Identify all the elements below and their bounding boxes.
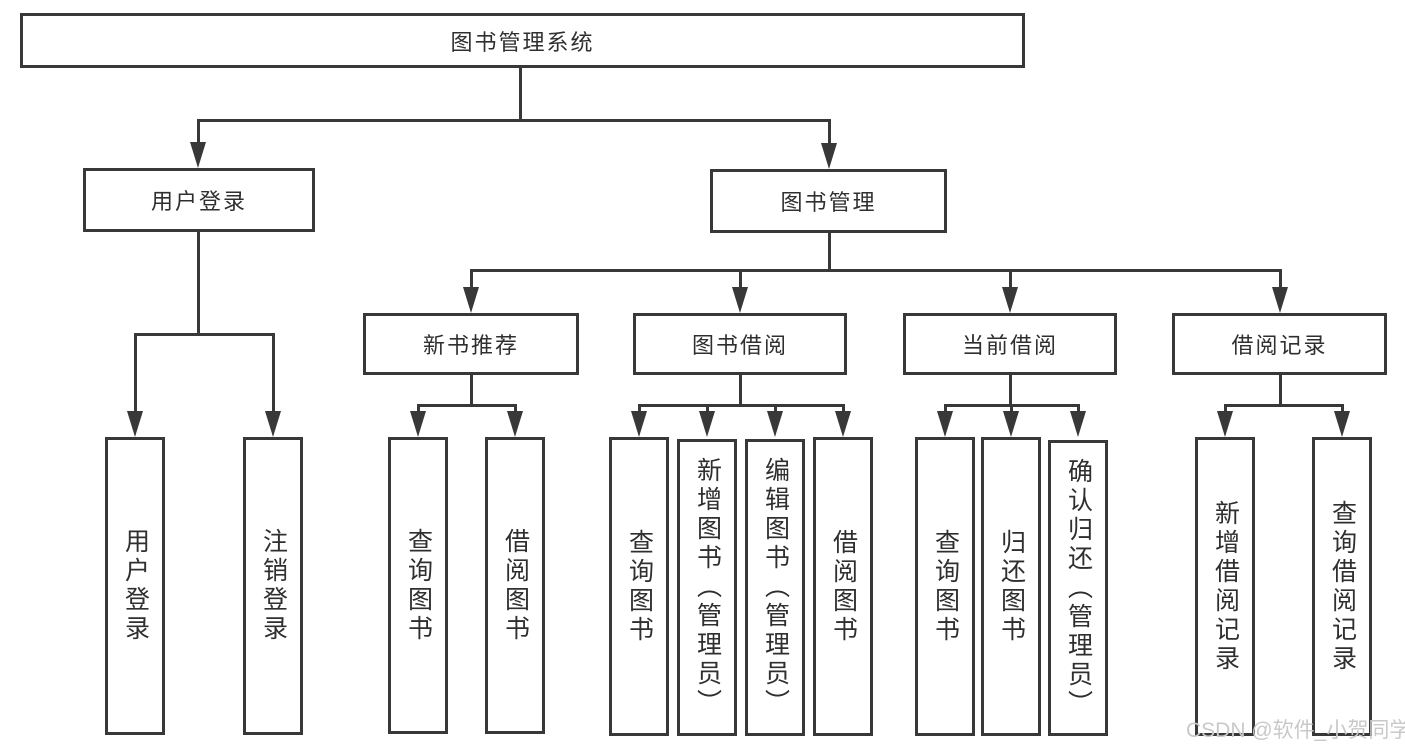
node-label: 图书管理系统 — [450, 29, 595, 55]
arrow-down-icon — [767, 411, 783, 437]
node-label: 图书管理 — [780, 190, 877, 215]
leaf-label: 新增借阅记录 — [1211, 499, 1240, 674]
leaf-edit-book-admin: 编辑图书（管理员） — [745, 439, 805, 736]
arrow-down-icon — [1217, 411, 1233, 437]
arrow-down-icon — [463, 287, 479, 313]
node-library-management-system: 图书管理系统 — [20, 13, 1025, 68]
connector-v — [1279, 269, 1282, 293]
leaf-query-books-recommend: 查询图书 — [388, 437, 448, 734]
node-book-borrow: 图书借阅 — [633, 313, 847, 375]
connector-v — [1009, 269, 1012, 293]
leaf-confirm-return-admin: 确认归还（管理员） — [1048, 440, 1108, 736]
node-label: 借阅记录 — [1231, 333, 1328, 358]
connector-h — [1224, 404, 1344, 407]
arrow-down-icon — [835, 411, 851, 437]
leaf-label: 归还图书 — [997, 528, 1026, 645]
leaf-query-borrow-record: 查询借阅记录 — [1312, 437, 1372, 736]
connector-h — [417, 404, 517, 407]
node-label: 用户登录 — [150, 189, 247, 214]
arrow-down-icon — [821, 143, 837, 169]
leaf-label: 用户登录 — [121, 528, 150, 644]
connector-v — [470, 375, 473, 407]
leaf-query-books-borrow: 查询图书 — [609, 437, 669, 736]
leaf-label: 查询图书 — [404, 527, 433, 644]
arrow-down-icon — [631, 411, 647, 437]
connector-h — [197, 119, 831, 122]
arrow-down-icon — [1003, 411, 1019, 437]
leaf-add-book-admin: 新增图书（管理员） — [677, 439, 737, 736]
connector-h — [134, 333, 275, 336]
leaf-label: 查询借阅记录 — [1328, 499, 1357, 674]
leaf-return-books: 归还图书 — [981, 437, 1041, 736]
node-label: 图书借阅 — [691, 333, 788, 358]
connector-v — [134, 333, 137, 417]
arrow-down-icon — [265, 411, 281, 437]
node-user-login: 用户登录 — [83, 168, 315, 232]
connector-h — [638, 404, 845, 407]
connector-v — [739, 375, 742, 407]
node-current-borrow: 当前借阅 — [903, 313, 1117, 375]
arrow-down-icon — [699, 411, 715, 437]
connector-v — [828, 233, 831, 272]
connector-v — [828, 119, 831, 149]
connector-v — [519, 68, 522, 121]
node-label: 当前借阅 — [961, 333, 1058, 358]
leaf-label: 编辑图书（管理员） — [761, 457, 790, 718]
connector-v — [1279, 375, 1282, 407]
leaf-user-login: 用户登录 — [105, 437, 165, 735]
arrow-down-icon — [127, 411, 143, 437]
connector-v — [272, 333, 275, 417]
leaf-label: 查询图书 — [931, 528, 960, 645]
leaf-label: 注销登录 — [259, 528, 288, 644]
leaf-label: 查询图书 — [625, 528, 654, 645]
leaf-logout: 注销登录 — [243, 437, 303, 735]
arrow-down-icon — [1272, 287, 1288, 313]
leaf-label: 借阅图书 — [501, 527, 530, 644]
arrow-down-icon — [1334, 411, 1350, 437]
node-book-management: 图书管理 — [710, 169, 947, 233]
leaf-label: 确认归还（管理员） — [1064, 457, 1093, 719]
csdn-watermark: CSDN @软件_小贺同学 — [1186, 719, 1405, 742]
leaf-label: 新增图书（管理员） — [693, 457, 722, 718]
connector-h — [470, 269, 1281, 272]
connector-v — [470, 269, 473, 293]
leaf-borrow-books-recommend: 借阅图书 — [485, 437, 545, 734]
arrow-down-icon — [507, 411, 523, 437]
connector-v — [739, 269, 742, 293]
arrow-down-icon — [410, 411, 426, 437]
leaf-label: 借阅图书 — [829, 528, 858, 645]
leaf-query-books-current: 查询图书 — [915, 437, 975, 736]
leaf-add-borrow-record: 新增借阅记录 — [1195, 437, 1255, 736]
node-borrow-records: 借阅记录 — [1172, 313, 1387, 375]
node-new-book-recommend: 新书推荐 — [363, 313, 579, 375]
connector-v — [1009, 375, 1012, 407]
arrow-down-icon — [1002, 287, 1018, 313]
arrow-down-icon — [190, 142, 206, 168]
connector-v — [197, 232, 200, 336]
arrow-down-icon — [732, 287, 748, 313]
leaf-borrow-books-borrow: 借阅图书 — [813, 437, 873, 736]
node-label: 新书推荐 — [422, 333, 519, 358]
arrow-down-icon — [937, 411, 953, 437]
arrow-down-icon — [1070, 411, 1086, 437]
connector-v — [197, 119, 200, 149]
